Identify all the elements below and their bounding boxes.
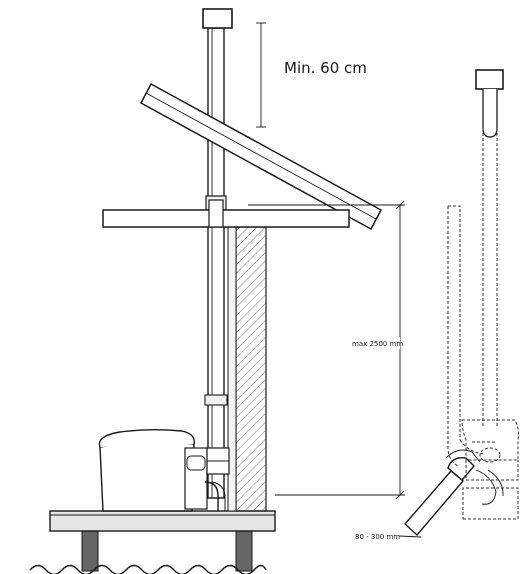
ceiling-board	[102, 209, 350, 228]
vent-pipe	[204, 27, 228, 499]
offset-range-label: 80 - 300 mm	[355, 533, 400, 541]
floor-slab	[49, 510, 276, 532]
max-height-label: max 2500 mm	[352, 340, 403, 348]
max-height-dimension	[248, 200, 405, 500]
toilet-unit	[98, 429, 230, 512]
vent-cap	[202, 8, 233, 29]
min-height-dimension	[256, 22, 266, 128]
ground-line	[29, 564, 267, 574]
wall	[235, 226, 267, 512]
alternative-pipe-routing	[404, 69, 520, 537]
min-height-label: Min. 60 cm	[284, 59, 367, 77]
